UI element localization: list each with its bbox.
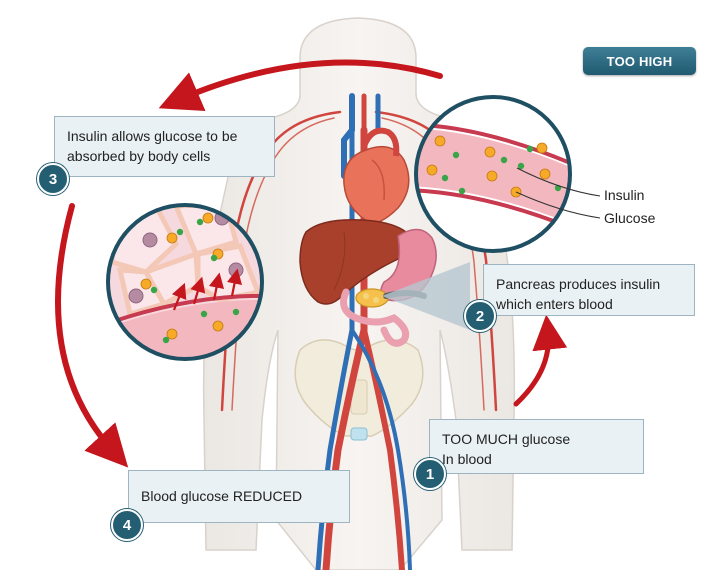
callout-glucose-reduced: Blood glucose REDUCED bbox=[128, 470, 350, 523]
heart bbox=[343, 145, 410, 225]
callout-pancreas: Pancreas produces insulin which enters b… bbox=[483, 264, 695, 316]
callout-line-2: absorbed by body cells bbox=[67, 148, 211, 164]
pancreas-organ bbox=[355, 288, 389, 308]
pancreas-pointer bbox=[382, 262, 470, 330]
insulin-label: Insulin bbox=[604, 187, 645, 203]
arrow-left bbox=[55, 203, 129, 468]
callout-line-1: Pancreas produces insulin bbox=[496, 276, 661, 292]
magnifier-ring-left bbox=[106, 203, 264, 361]
glucose-leader bbox=[515, 191, 601, 219]
arrow-right bbox=[513, 314, 568, 407]
arrow-top bbox=[158, 59, 443, 112]
duodenum bbox=[340, 288, 410, 347]
magnifier-ring-right bbox=[414, 95, 572, 253]
callout-line-2: which enters blood bbox=[496, 296, 613, 312]
step-3-badge: 3 bbox=[37, 163, 69, 195]
callout-line-1: TOO MUCH glucose bbox=[442, 431, 571, 447]
aortic-arch bbox=[361, 127, 400, 157]
callout-too-much-glucose: TOO MUCH glucose In blood bbox=[429, 419, 644, 474]
glucose-label: Glucose bbox=[604, 210, 656, 226]
step-2-badge: 2 bbox=[464, 300, 496, 332]
vena-cava bbox=[315, 93, 355, 570]
callout-line-1: Insulin allows glucose to be bbox=[67, 128, 238, 144]
vena-cava-branch bbox=[350, 328, 412, 570]
callout-insulin-absorbed: Insulin allows glucose to be absorbed by… bbox=[54, 116, 275, 177]
step-1-badge: 1 bbox=[414, 458, 446, 490]
callout-line-2: In blood bbox=[442, 451, 492, 467]
too-high-badge: TOO HIGH bbox=[583, 47, 696, 75]
liver bbox=[299, 219, 413, 305]
aorta bbox=[322, 126, 368, 570]
step-4-badge: 4 bbox=[111, 509, 143, 541]
body-cells-magnified bbox=[108, 205, 262, 359]
vein-left-arm bbox=[231, 117, 335, 411]
insulin-leader bbox=[516, 167, 601, 197]
neck-vein-left bbox=[341, 93, 355, 179]
bladder bbox=[350, 427, 368, 441]
callout-line-1: Blood glucose REDUCED bbox=[141, 488, 303, 504]
